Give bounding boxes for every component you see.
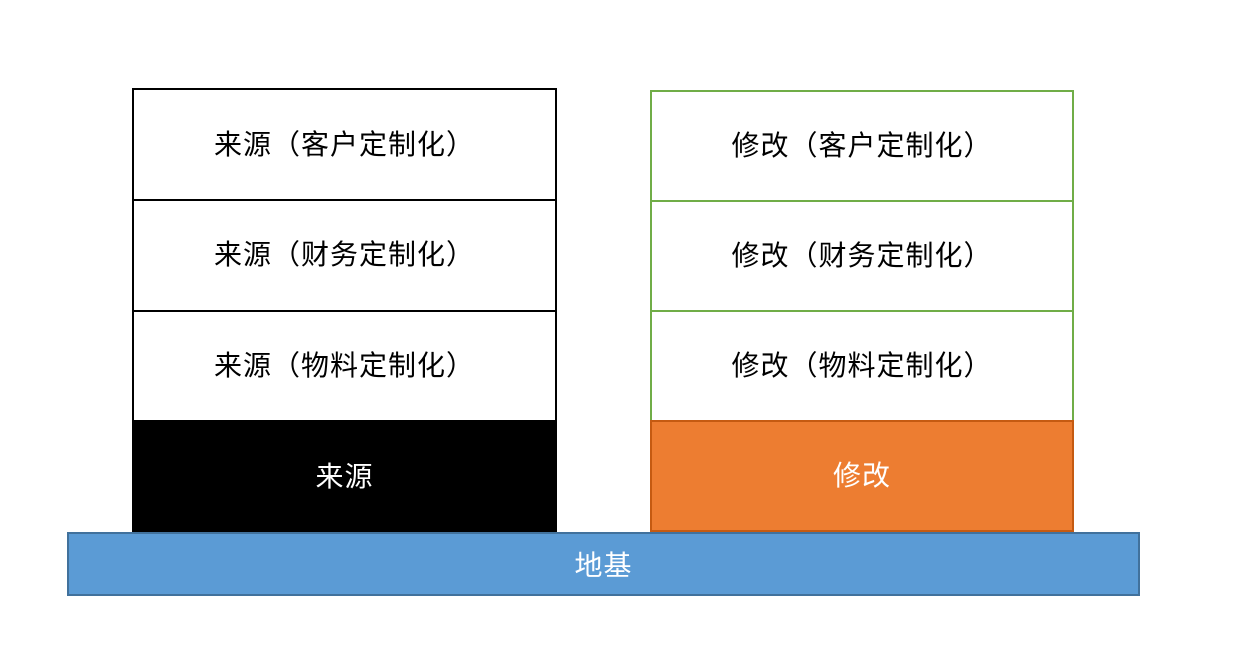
- source-stack: 来源（客户定制化） 来源（财务定制化） 来源（物料定制化） 来源: [132, 88, 557, 533]
- modify-base-box: 修改: [650, 420, 1074, 532]
- source-box-material-label: 来源（物料定制化）: [213, 350, 475, 382]
- modify-base-label: 修改: [832, 460, 891, 492]
- foundation-bar: 地基: [67, 532, 1140, 596]
- source-base-label: 来源: [315, 460, 374, 492]
- foundation-label: 地基: [574, 550, 633, 581]
- modify-box-customer: 修改（客户定制化）: [650, 90, 1074, 202]
- source-base-box: 来源: [132, 420, 557, 533]
- modify-box-customer-label: 修改（客户定制化）: [731, 130, 993, 162]
- modify-box-finance-label: 修改（财务定制化）: [731, 240, 993, 272]
- source-box-finance: 来源（财务定制化）: [132, 198, 557, 312]
- modify-box-material: 修改（物料定制化）: [650, 310, 1074, 422]
- source-box-finance-label: 来源（财务定制化）: [213, 239, 475, 271]
- modify-box-finance: 修改（财务定制化）: [650, 200, 1074, 312]
- modify-stack: 修改（客户定制化） 修改（财务定制化） 修改（物料定制化） 修改: [650, 90, 1074, 532]
- modify-box-material-label: 修改（物料定制化）: [731, 350, 993, 382]
- source-box-customer-label: 来源（客户定制化）: [213, 128, 475, 160]
- source-box-material: 来源（物料定制化）: [132, 309, 557, 423]
- source-box-customer: 来源（客户定制化）: [132, 88, 557, 201]
